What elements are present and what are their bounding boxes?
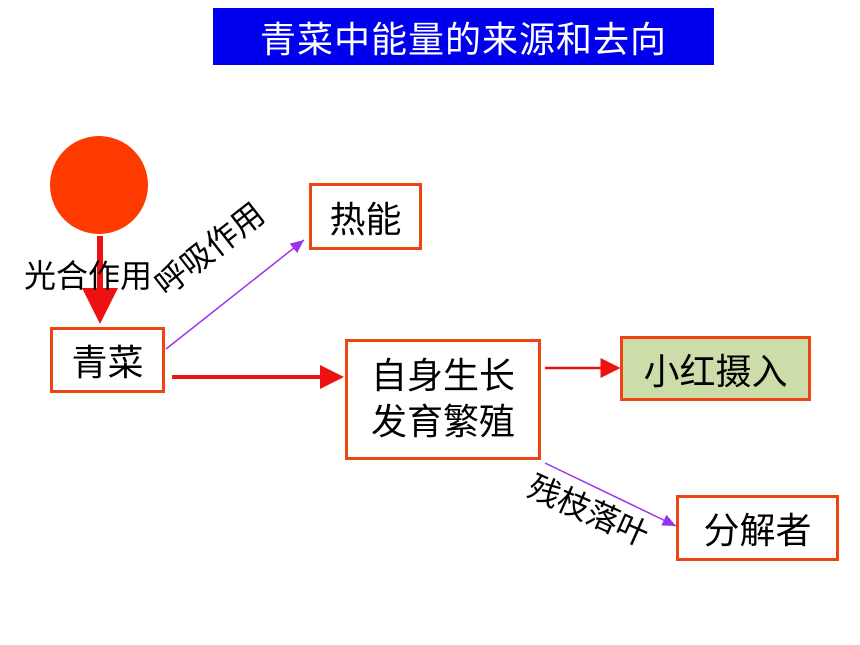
litter-arrow [544,462,677,527]
diagram-title: 青菜中能量的来源和去向 [213,8,714,65]
xiaohong-box: 小红摄入 [620,336,811,401]
vegetable-box: 青菜 [50,327,165,393]
sun-circle [50,136,148,234]
growth-line-1: 自身生长 [370,355,515,397]
heat-box: 热能 [309,183,422,250]
growth-line-2: 发育繁殖 [370,401,515,443]
growth-box: 自身生长 发育繁殖 [345,339,541,460]
decomposer-box: 分解者 [676,495,839,561]
photosynthesis-label: 光合作用 [24,257,153,295]
respiration-arrow [165,239,305,350]
